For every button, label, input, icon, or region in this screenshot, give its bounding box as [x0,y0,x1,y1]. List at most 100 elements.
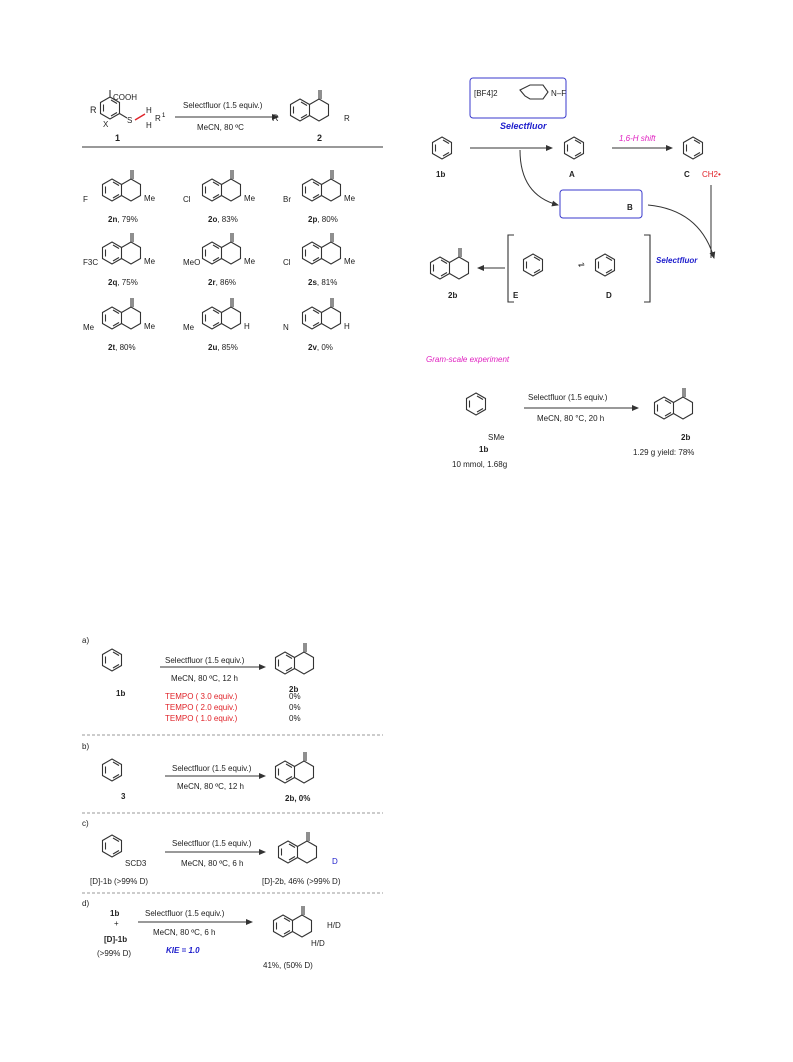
control-a-start-id: 1b [116,689,125,698]
product-label: 2o, 83% [208,215,238,224]
control-d-product: 41%, (50% D) [263,961,313,970]
selectfluor-name: Selectfluor [500,121,547,131]
substrate-scope-scheme: COOH R X S H H R 1 1 Selectfluor (1.5 eq… [82,90,383,352]
product-id: 2 [317,133,322,143]
label-c: C [684,170,690,179]
h-bottom-label: H [146,121,152,130]
r1-label: R [155,114,161,123]
bf4-label: [BF4]2 [474,89,498,98]
control-a-label: a) [82,636,89,645]
reactant-1-structure [99,90,128,120]
control-c-scd3: SCD3 [125,859,147,868]
label-d: D [606,291,612,300]
product-substituent: F [83,195,88,204]
product-substituent: Cl [183,195,191,204]
tempo-yield: 0% [289,703,301,712]
intermediate-e [522,253,544,277]
product-label: 2s, 81% [308,278,337,287]
equilibrium-arrow: ⇌ [578,260,585,269]
mech-curve-2 [647,204,716,259]
gram-scale-scheme: Gram-scale experiment SMe 1b 10 mmol, 1.… [426,355,694,469]
control-d-hd1: H/D [327,921,341,930]
gram-sme: SMe [488,433,505,442]
r-label: R [90,105,97,115]
product-r1: H [244,322,250,331]
label-e: E [513,291,519,300]
control-a-product-id: 2b [289,685,298,694]
product-r1: Me [144,322,156,331]
gram-start [465,392,487,416]
product-substituent: MeO [183,258,200,267]
mech-curve-1 [519,149,559,207]
product-substituent: N [283,323,289,332]
box-b [559,189,643,219]
mech-product [431,248,469,279]
tempo-additive: TEMPO ( 1.0 equiv.) [165,714,238,723]
control-b-reagent: Selectfluor (1.5 equiv.) [172,764,252,773]
control-d-reagent: Selectfluor (1.5 equiv.) [145,909,225,918]
control-d-label: d) [82,899,89,908]
selectfluor-box [469,77,567,119]
intermediate-c [682,136,704,160]
control-b-label: b) [82,742,89,751]
label-b: B [627,203,633,212]
product-substituent: Me [83,323,95,332]
product-label: 2r, 86% [208,278,236,287]
control-d-conditions: MeCN, 80 ºC, 6 h [153,928,216,937]
n-f-label: N–F [551,89,566,98]
product-r-label: R [272,113,279,123]
control-b-start [101,758,123,782]
control-experiments: a) 1b Selectfluor (1.5 equiv.) MeCN, 80 … [82,636,383,970]
cooh-label: COOH [113,93,137,102]
control-b-product [276,752,314,783]
product-label: 2q, 75% [108,278,138,287]
control-b-product: 2b, 0% [285,794,310,803]
control-c-start: [D]-1b (>99% D) [90,877,148,886]
start-1b [431,136,453,160]
product-r1: Me [344,194,356,203]
tempo-additive: TEMPO ( 2.0 equiv.) [165,703,238,712]
product-substituent: F3C [83,258,98,267]
dabco-cage [519,84,549,100]
product-r1: Me [344,257,356,266]
tempo-yield: 0% [289,714,301,723]
control-c-d-label: D [332,857,338,866]
product-label: 2u, 85% [208,343,238,352]
start-1b-id: 1b [436,170,445,179]
product-label: 2n, 79% [108,215,138,224]
gram-conditions: MeCN, 80 °C, 20 h [537,414,604,423]
reactant-id: 1 [115,133,120,143]
bracket-right [644,234,651,303]
control-c-conditions: MeCN, 80 ºC, 6 h [181,859,244,868]
control-b-start-id: 3 [121,792,126,801]
product-r1: Me [244,257,256,266]
tempo-additive: TEMPO ( 3.0 equiv.) [165,692,238,701]
x-label: X [103,120,109,129]
scope-reagent: Selectfluor (1.5 equiv.) [183,101,263,110]
product-r1: Me [144,257,156,266]
gram-reagent: Selectfluor (1.5 equiv.) [528,393,608,402]
control-d-start1: 1b [110,909,119,918]
gram-product-amount: 1.29 g yield: 78% [633,448,694,457]
product-substituent: Cl [283,258,291,267]
control-a-reagent: Selectfluor (1.5 equiv.) [165,656,245,665]
tempo-yield: 0% [289,692,301,701]
ch2-bond [134,113,146,121]
control-c-label: c) [82,819,89,828]
mech-product-id: 2b [448,291,457,300]
product-2r: MeO Me 2r, 86% [183,233,256,287]
product-label: 2v, 0% [308,343,333,352]
h-top-label: H [146,106,152,115]
product-label: 2t, 80% [108,343,136,352]
control-d-hd2: H/D [311,939,325,948]
bracket-left [507,234,514,303]
gram-product-id: 2b [681,433,690,442]
mechanism-scheme: [BF4]2 Selectfluor N–F 1b A 1,6-H shift … [431,77,721,303]
product-r1: Me [244,194,256,203]
control-c-start [101,834,123,858]
control-a-start [101,648,123,672]
